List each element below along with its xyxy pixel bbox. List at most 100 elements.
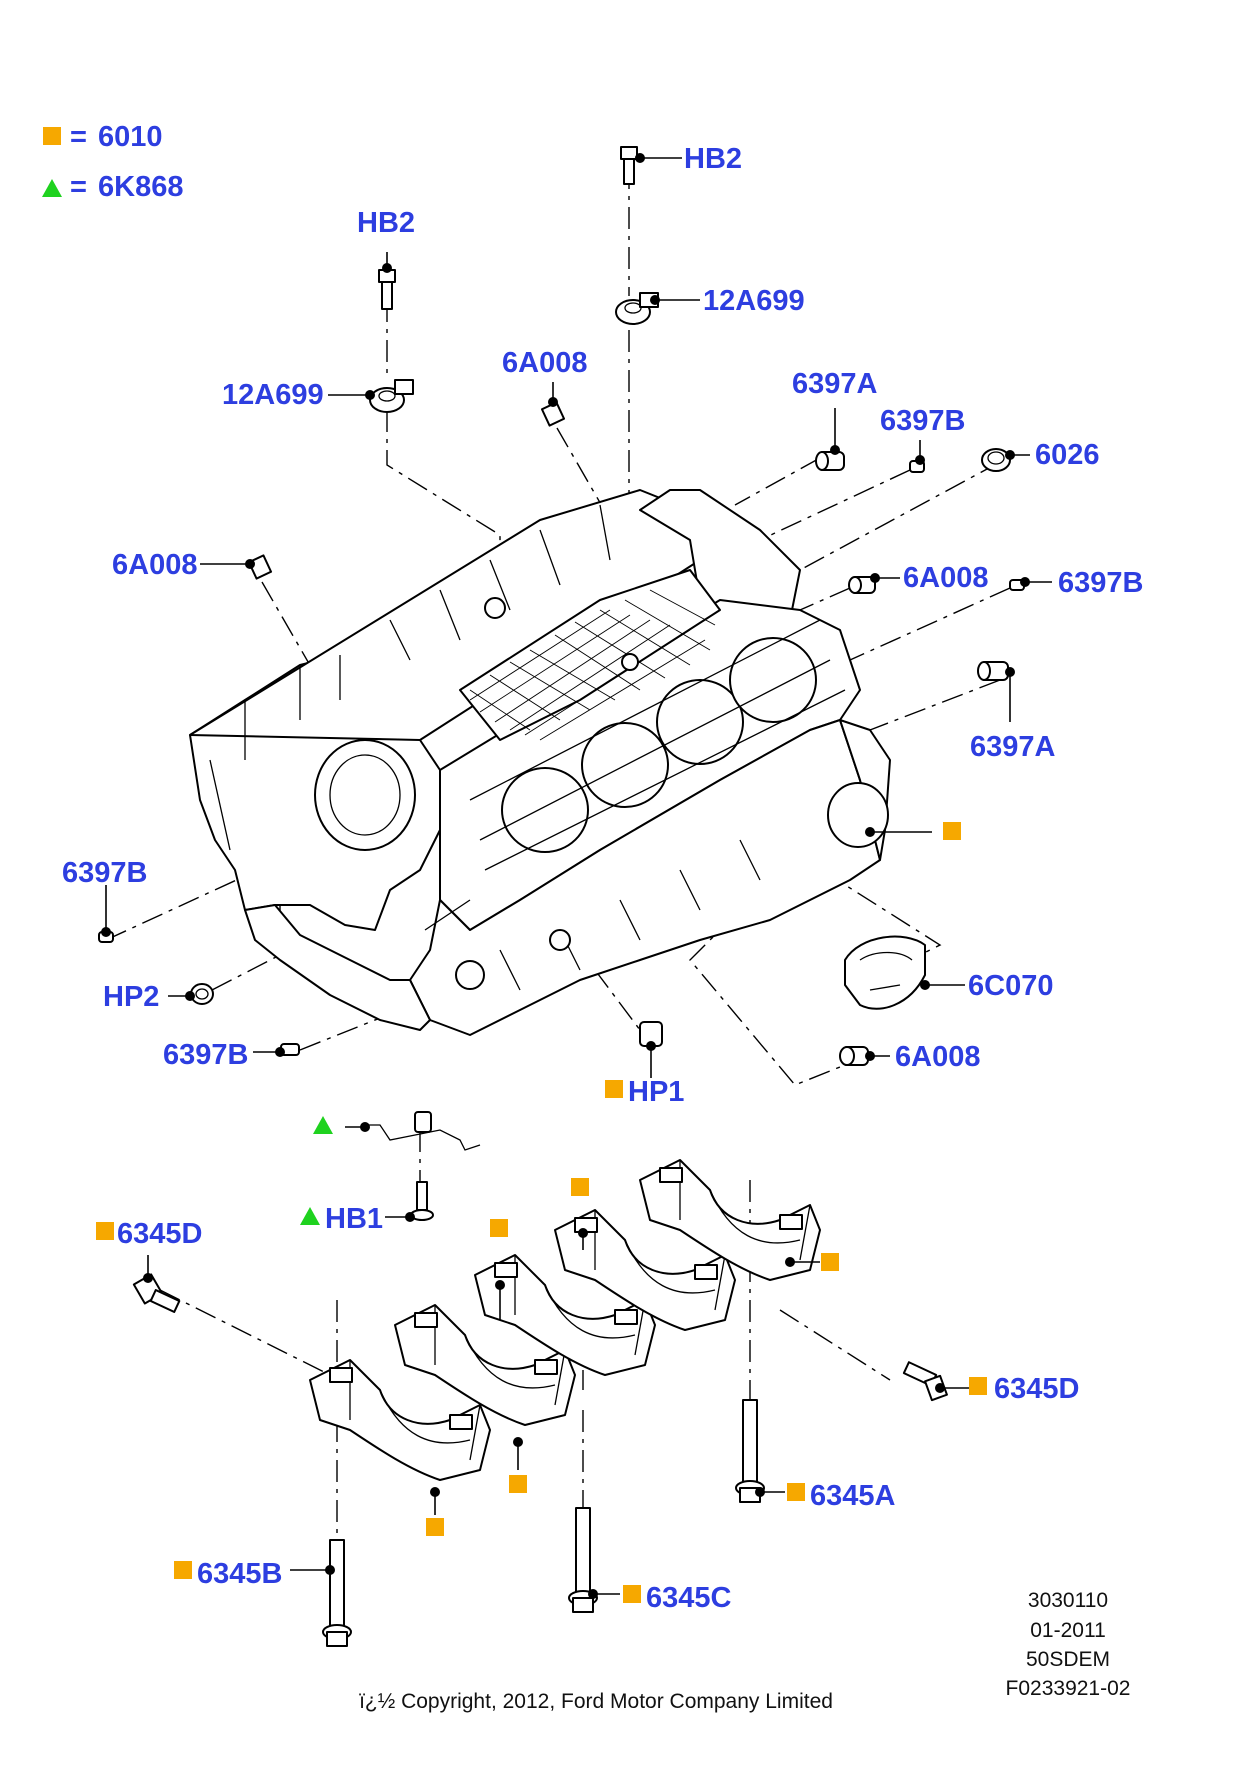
bearing-cap-2	[394, 1304, 576, 1426]
leader-dot	[325, 1565, 335, 1575]
bearing-cap-3	[474, 1254, 656, 1376]
callout-6a008-top: 6A008	[502, 347, 587, 379]
leader-dot	[1020, 577, 1030, 587]
callout-6345c: 6345C	[646, 1582, 732, 1614]
knock-sensor-left	[369, 379, 414, 413]
leader-dot	[785, 1257, 795, 1267]
leader-dot	[360, 1122, 370, 1132]
leader-dot	[635, 153, 645, 163]
leader-dot	[650, 295, 660, 305]
leader-dot	[365, 390, 375, 400]
callout-6a008-right: 6A008	[903, 562, 988, 594]
legend-code-6010: 6010	[98, 121, 163, 153]
marker-6k868	[300, 1207, 320, 1225]
callout-6397b-right: 6397B	[1058, 567, 1143, 599]
callout-6397a-top: 6397A	[792, 368, 878, 400]
leader-dot	[143, 1273, 153, 1283]
bolt-hb2-top	[620, 146, 638, 185]
leader-dot	[245, 559, 255, 569]
bolt-6345a	[735, 1399, 765, 1503]
callout-6026: 6026	[1035, 439, 1100, 471]
small-parts	[98, 146, 1025, 1647]
leader-dot	[495, 1280, 505, 1290]
engine-block	[189, 489, 891, 1036]
callout-6345d-right: 6345D	[994, 1373, 1079, 1405]
callout-6345d-left: 6345D	[117, 1218, 202, 1250]
valley-hatch	[459, 569, 721, 741]
callout-6345a: 6345A	[810, 1480, 896, 1512]
callout-hp1: HP1	[628, 1076, 684, 1108]
legend-eq-1: =	[70, 121, 87, 153]
leader-dot	[275, 1047, 285, 1057]
bearing-cap-1	[309, 1359, 491, 1481]
meta-figure: F0233921-02	[1006, 1677, 1131, 1700]
bracket-6k868	[365, 1111, 481, 1151]
rear-seal-6c070	[844, 935, 926, 1010]
marker-6010	[623, 1585, 641, 1603]
leader-dot	[920, 980, 930, 990]
leader-dot	[755, 1487, 765, 1497]
callout-6397b-left: 6397B	[62, 857, 147, 889]
callout-12a699-left: 12A699	[222, 379, 324, 411]
leader-dot	[830, 445, 840, 455]
markers	[96, 822, 987, 1603]
dowel-6a008-right	[848, 576, 876, 594]
callout-hb2-top: HB2	[684, 143, 742, 175]
bearing-cap-4	[554, 1209, 736, 1331]
legend-eq-2: =	[70, 171, 87, 203]
marker-6010	[605, 1080, 623, 1098]
leader-dot	[405, 1212, 415, 1222]
callout-6a008-left: 6A008	[112, 549, 197, 581]
bolt-6345d-left	[132, 1273, 181, 1313]
marker-6010	[96, 1222, 114, 1240]
bolt-6345c	[568, 1507, 598, 1613]
leader-dot	[513, 1437, 523, 1447]
figure-meta: 3030110 01-2011 50SDEM F0233921-02 ï¿½ C…	[359, 1589, 1130, 1713]
pin-6397a-top	[815, 451, 845, 471]
leader-dot	[935, 1383, 945, 1393]
dowel-6a008-bottom	[839, 1046, 869, 1066]
leader-dot	[646, 1041, 656, 1051]
copyright: ï¿½ Copyright, 2012, Ford Motor Company …	[359, 1690, 833, 1713]
marker-6010	[943, 822, 961, 840]
cylinder-bore-1	[501, 767, 589, 853]
leader-dot	[865, 827, 875, 837]
leader-dot	[865, 1051, 875, 1061]
bolt-hb2-left	[378, 269, 396, 310]
bearing-cap-5	[639, 1159, 821, 1281]
callout-6345b: 6345B	[197, 1558, 282, 1590]
dowel-6a008-top	[540, 401, 566, 427]
legend-triangle-marker	[42, 179, 62, 197]
leader-dot	[588, 1589, 598, 1599]
marker-6010	[571, 1178, 589, 1196]
leader-dot	[578, 1228, 588, 1238]
callout-6397a-right: 6397A	[970, 731, 1056, 763]
callout-labels: HB2 12A699 HB2 12A699 6A008 6397A 6397B …	[62, 143, 1143, 1614]
meta-code: 3030110	[1028, 1589, 1108, 1612]
meta-date: 01-2011	[1030, 1619, 1106, 1642]
marker-6010	[821, 1253, 839, 1271]
bolt-6345b	[322, 1539, 352, 1647]
marker-6010	[787, 1483, 805, 1501]
leader-dot	[101, 927, 111, 937]
pin-6397a-right	[977, 661, 1009, 681]
leader-dot	[185, 991, 195, 1001]
callout-hb2-left: HB2	[357, 207, 415, 239]
marker-6010	[509, 1475, 527, 1493]
cylinder-bore-3	[656, 679, 744, 765]
callout-hb1: HB1	[325, 1203, 383, 1235]
plug-6026	[981, 448, 1011, 472]
callout-6a008-bottom: 6A008	[895, 1041, 980, 1073]
marker-6010	[969, 1377, 987, 1395]
callout-6c070: 6C070	[968, 970, 1053, 1002]
legend-square-marker	[43, 127, 61, 145]
callout-6397b-top: 6397B	[880, 405, 965, 437]
marker-6010	[426, 1518, 444, 1536]
leader-lines	[101, 153, 1052, 1599]
leader-dot	[1005, 667, 1015, 677]
marker-6k868	[313, 1116, 333, 1134]
leader-dot	[870, 573, 880, 583]
leader-dot	[382, 263, 392, 273]
callout-hp2: HP2	[103, 981, 159, 1013]
